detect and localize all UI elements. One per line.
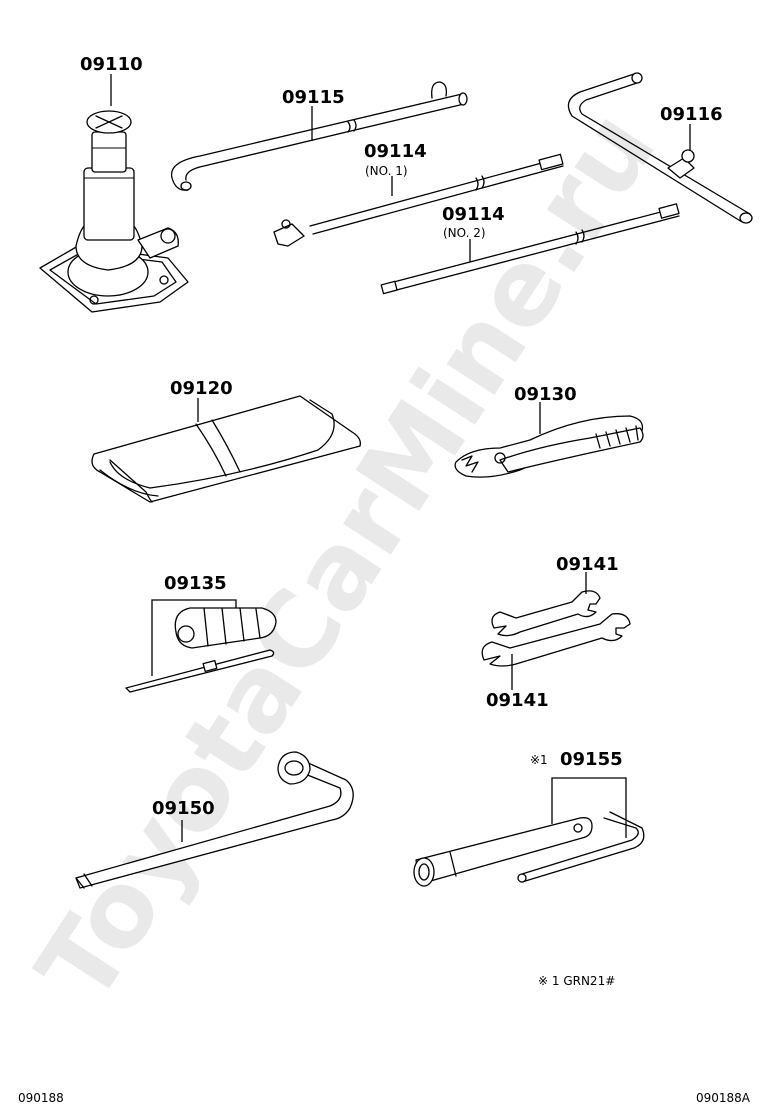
wrench-upper-drawing (491, 572, 601, 637)
footnote: ※ 1 GRN21# (538, 974, 615, 988)
label-plug-wrench-mark: ※1 (530, 753, 548, 767)
label-jack-handle: 09115 (282, 87, 345, 108)
label-wrench-upper: 09141 (556, 554, 619, 575)
label-extension-no2-sub: (NO. 2) (443, 226, 486, 240)
label-extension-no1: 09114 (364, 141, 427, 162)
screwdriver-drawing (125, 599, 277, 693)
plug-wrench-drawing (413, 777, 645, 887)
label-wrench-lower: 09141 (486, 690, 549, 711)
label-tool-bag: 09120 (170, 378, 233, 399)
jack-handle-drawing (170, 81, 468, 191)
extension-no1-drawing (273, 153, 564, 247)
pliers-drawing (454, 402, 644, 478)
label-screwdriver: 09135 (164, 573, 227, 594)
label-jack: 09110 (80, 54, 143, 75)
crank-drawing (567, 72, 753, 224)
wrench-lower-drawing (481, 613, 631, 690)
label-plug-wrench: 09155 (560, 749, 623, 770)
footer-right: 090188A (696, 1091, 751, 1105)
label-extension-no2: 09114 (442, 204, 505, 225)
tool-bag-drawing (91, 395, 361, 503)
label-wheel-wrench: 09150 (152, 798, 215, 819)
jack-drawing (39, 74, 189, 313)
label-crank: 09116 (660, 104, 723, 125)
footer-left: 090188 (18, 1091, 64, 1105)
label-extension-no1-sub: (NO. 1) (365, 164, 408, 178)
label-pliers: 09130 (514, 384, 577, 405)
extension-no2-drawing (380, 203, 680, 295)
wheel-wrench-drawing (75, 751, 354, 889)
